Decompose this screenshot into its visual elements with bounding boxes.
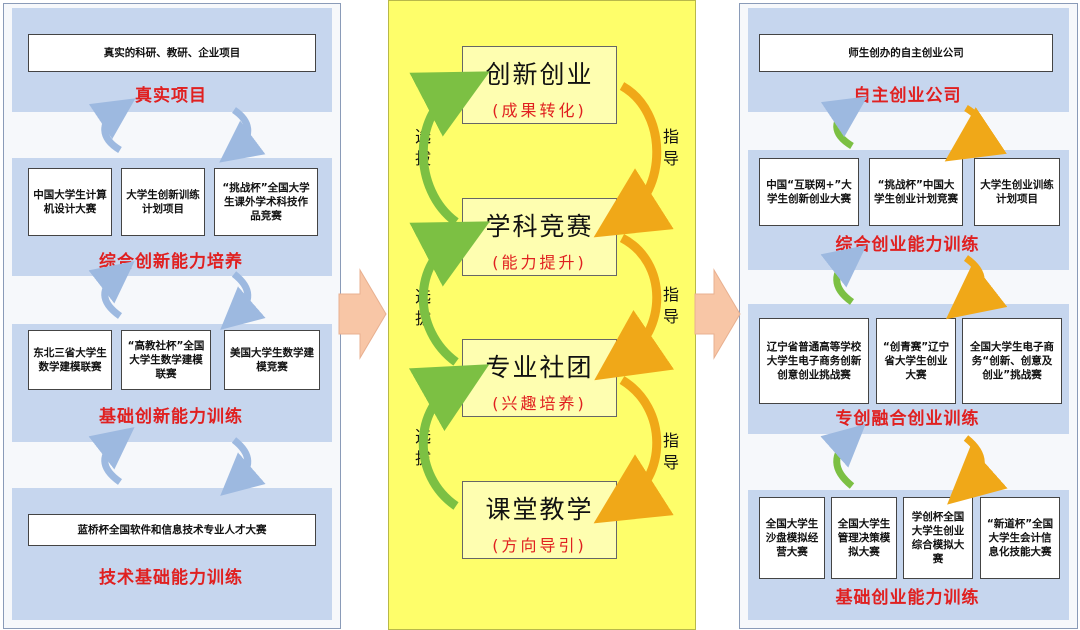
center-stage-box: 课堂教学 (方向导引) xyxy=(462,481,617,559)
competition-box: 大学生创业训练计划项目 xyxy=(974,158,1060,226)
competition-box: “创青赛”辽宁省大学生创业大赛 xyxy=(876,318,956,404)
competition-box: 大学生创新训练计划项目 xyxy=(121,168,205,236)
stage-title: 专创融合创业训练 xyxy=(835,409,980,429)
competition-box: 全国大学生沙盘模拟经营大赛 xyxy=(759,497,825,579)
stage-title: 自主创业公司 xyxy=(853,86,962,106)
competition-box: “挑战杯”中国大学生创业计划竞赛 xyxy=(869,158,963,226)
select-label: 选拔 xyxy=(412,428,431,472)
stage-title: 综合创新能力培养 xyxy=(99,252,243,272)
top-company-box: 师生创办的自主创业公司 xyxy=(759,34,1053,72)
competition-box: “高教社杯”全国大学生数学建模联赛 xyxy=(121,330,211,390)
stage-title: 基础创新能力训练 xyxy=(99,407,243,427)
guide-label: 指导 xyxy=(660,432,679,476)
stage-title: 真实项目 xyxy=(135,86,207,106)
competition-box: “新道杯”全国大学生会计信息化技能大赛 xyxy=(980,497,1060,579)
competition-box: 辽宁省普通高等学校大学生电子商务创新创意创业挑战赛 xyxy=(759,318,869,404)
stage-title: 技术基础能力训练 xyxy=(99,568,243,588)
right-arrow-icon xyxy=(694,268,741,360)
band xyxy=(12,488,332,620)
center-stage-title: 专业社团 xyxy=(485,353,594,382)
guide-label: 指导 xyxy=(660,286,679,330)
select-label: 选拔 xyxy=(412,288,431,332)
bottom-project-box: 蓝桥杯全国软件和信息技术专业人才大赛 xyxy=(28,514,316,546)
competition-box: 中国大学生计算机设计大赛 xyxy=(28,168,112,236)
center-stage-subtitle: (成果转化) xyxy=(492,101,587,120)
center-stage-box: 专业社团 (兴趣培养) xyxy=(462,339,617,417)
competition-box: 全国大学生管理决策模拟大赛 xyxy=(831,497,897,579)
competition-box: 学创杯全国大学生创业综合模拟大赛 xyxy=(903,497,973,579)
top-project-box: 真实的科研、教研、企业项目 xyxy=(28,34,316,72)
stage-title: 基础创业能力训练 xyxy=(835,588,980,608)
competition-box: 东北三省大学生数学建模联赛 xyxy=(28,330,112,390)
center-stage-box: 创新创业 (成果转化) xyxy=(462,46,617,124)
center-stage-title: 课堂教学 xyxy=(485,495,594,524)
center-stage-title: 创新创业 xyxy=(485,60,594,89)
center-stage-subtitle: (能力提升) xyxy=(492,253,587,272)
center-stage-subtitle: (方向导引) xyxy=(492,536,587,555)
left-arrow-icon xyxy=(338,268,387,360)
center-stage-title: 学科竞赛 xyxy=(485,212,594,241)
select-label: 选拔 xyxy=(412,128,431,172)
competition-box: “挑战杯”全国大学生课外学术科技作品竞赛 xyxy=(214,168,318,236)
competition-box: 全国大学生电子商务“创新、创意及创业”挑战赛 xyxy=(962,318,1062,404)
stage-title: 综合创业能力训练 xyxy=(835,235,980,255)
center-stage-subtitle: (兴趣培养) xyxy=(492,394,587,413)
competition-box: 中国“互联网+”大学生创新创业大赛 xyxy=(759,158,859,226)
center-stage-box: 学科竞赛 (能力提升) xyxy=(462,198,617,276)
competition-box: 美国大学生数学建模竞赛 xyxy=(224,330,320,390)
guide-label: 指导 xyxy=(660,128,679,172)
